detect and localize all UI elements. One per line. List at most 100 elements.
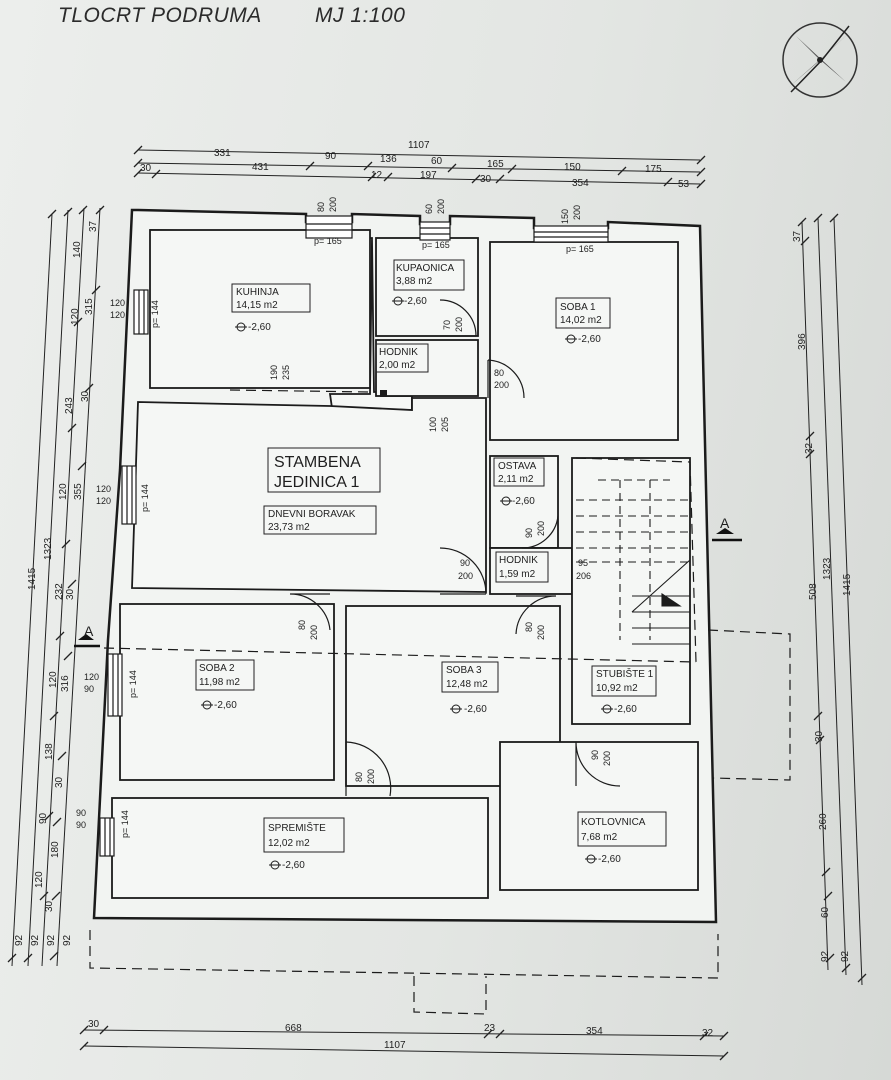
dim-right-inner: 396 — [797, 333, 808, 350]
door-dim: 70 — [442, 320, 452, 330]
door-dim: 200 — [366, 769, 376, 784]
dim-left-c1: 120 — [70, 308, 81, 325]
dim-right-base: 92 — [840, 950, 851, 962]
kupaonica-area: 3,88 m2 — [396, 276, 433, 287]
soba3-area: 12,48 m2 — [446, 679, 488, 690]
kuhinja-name: KUHINJA — [236, 287, 279, 298]
window-width: 150 — [560, 209, 570, 224]
room-hodnik-2 — [489, 547, 573, 595]
room-kotlovnica — [499, 741, 699, 891]
dim-top-r3: 12 — [371, 170, 383, 181]
dim-right-inner: 37 — [792, 230, 803, 242]
door-swings — [289, 299, 621, 797]
window-sill: 90 — [76, 820, 86, 830]
dim-left-c1: 138 — [44, 743, 55, 760]
kuhinja-level: -2,60 — [248, 322, 271, 333]
door-dim: 90 — [460, 558, 470, 568]
kotlovnica-name: KOTLOVNICA — [581, 817, 646, 828]
dim-top-r3: 431 — [252, 162, 269, 173]
door-dim: 200 — [536, 625, 546, 640]
dim-bottom-total: 1107 — [384, 1040, 406, 1051]
bottom-dimension-labels: 30 668 23 354 32 1107 — [88, 1019, 714, 1051]
room-outlines — [111, 229, 699, 899]
dim-left-c1: 90 — [38, 812, 49, 824]
window-sill: 120 — [96, 496, 111, 506]
room-soba-1 — [489, 241, 679, 441]
door-ostava-icon — [521, 515, 559, 549]
hodnik1-name: HODNIK — [379, 347, 418, 358]
window-height: 200 — [328, 197, 338, 212]
hodnik2-area: 1,59 m2 — [499, 569, 536, 580]
right-dimension-lines — [797, 213, 867, 986]
door-dim: 190 — [269, 365, 279, 380]
dim-left-base: 92 — [14, 934, 25, 946]
dim-left-c2: 37 — [88, 220, 99, 232]
ostava-level: -2,60 — [512, 496, 535, 507]
boravak-name: DNEVNI BORAVAK — [268, 509, 356, 520]
room-labels: STAMBENA JEDINICA 1 KUHINJA 14,15 m2 -2,… — [195, 259, 667, 871]
dim-left-base: 92 — [30, 934, 41, 946]
door-soba2-icon — [289, 593, 331, 631]
staircase — [576, 479, 691, 645]
soba1-name: SOBA 1 — [560, 302, 596, 313]
soba3-level: -2,60 — [464, 704, 487, 715]
dim-left-total: 1415 — [27, 567, 38, 590]
room-spremiste — [111, 797, 489, 899]
dim-top-r3: 30 — [140, 163, 152, 174]
dim-left-c1: 120 — [34, 871, 45, 888]
door-dim: 200 — [309, 625, 319, 640]
dim-left-base: 92 — [62, 934, 73, 946]
dim-left-c2: 30 — [44, 900, 55, 912]
dim-left-c1: 232 — [54, 583, 65, 600]
soba3-name: SOBA 3 — [446, 665, 482, 676]
parapet-label: p= 144 — [128, 670, 138, 698]
door-dim: 235 — [281, 365, 291, 380]
dim-right-sub: 1323 — [822, 557, 833, 580]
door-dim: 95 — [578, 558, 588, 568]
spremiste-name: SPREMIŠTE — [268, 821, 326, 834]
dim-top-total: 1107 — [408, 140, 430, 151]
window-sill: 90 — [76, 808, 86, 818]
left-dimension-lines — [7, 205, 105, 967]
dim-top-r2: 150 — [564, 162, 581, 173]
door-boravak-icon — [439, 547, 487, 595]
dim-right-total: 1415 — [842, 573, 853, 596]
dim-left-c2: 30 — [65, 588, 76, 600]
door-soba3-icon — [515, 595, 557, 635]
dim-bottom-r1: 354 — [586, 1026, 603, 1037]
soba1-level: -2,60 — [578, 334, 601, 345]
window-sill: 120 — [84, 672, 99, 682]
dim-top-r3: 30 — [480, 174, 492, 185]
spremiste-level: -2,60 — [282, 860, 305, 871]
dim-right-inner: 508 — [808, 583, 819, 600]
room-soba-2 — [119, 603, 335, 781]
unit-label: STAMBENA — [274, 454, 361, 471]
dim-right-inner: 260 — [818, 813, 829, 830]
section-markers: A A — [74, 515, 742, 648]
room-ostava — [489, 455, 559, 549]
window-width: 80 — [316, 202, 326, 212]
soba2-level: -2,60 — [214, 700, 237, 711]
level-marker-icons — [201, 296, 613, 870]
unit-label-2: JEDINICA 1 — [274, 474, 359, 491]
door-kotlovnica-icon — [575, 741, 621, 787]
kotlovnica-level: -2,60 — [598, 854, 621, 865]
dim-left-c1: 243 — [64, 397, 75, 414]
door-dim: 90 — [524, 528, 534, 538]
window-sill: 90 — [84, 684, 94, 694]
top-dimension-lines — [133, 145, 706, 189]
windows — [99, 215, 609, 857]
parapet-label: p= 165 — [566, 244, 594, 254]
dim-bottom-r1: 668 — [285, 1023, 302, 1034]
door-dim: 80 — [297, 620, 307, 630]
dim-right-inner: 60 — [820, 906, 831, 918]
dim-left-c2: 30 — [80, 390, 91, 402]
section-marker-left: A — [84, 623, 94, 639]
ostava-area: 2,11 m2 — [498, 474, 534, 485]
room-dnevni-boravak — [131, 397, 487, 593]
dim-top-r2: 165 — [487, 159, 504, 170]
door-kupaonica-icon — [439, 299, 477, 337]
door-soba1-icon — [487, 359, 525, 399]
